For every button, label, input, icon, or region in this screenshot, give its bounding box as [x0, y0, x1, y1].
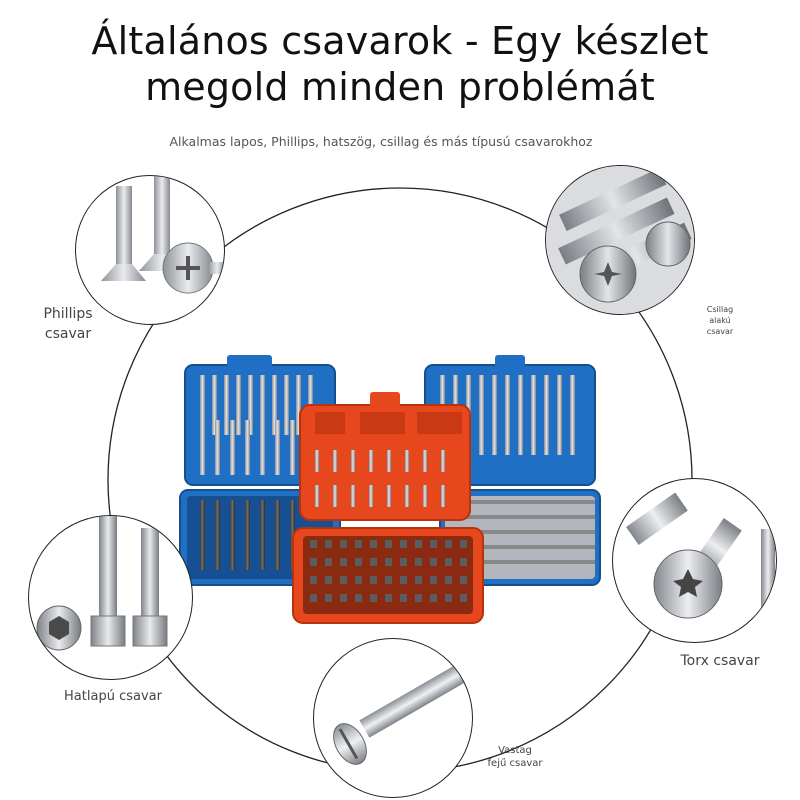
- hex-socket-screw-label: Hatlapú csavar: [64, 689, 162, 704]
- phillips-screw-label: Phillips csavar: [30, 304, 106, 344]
- slotted-screw-label: Vastag fejű csavar: [485, 744, 545, 770]
- hex-socket-screw-icon: [36, 516, 168, 651]
- page-subtitle: Alkalmas lapos, Phillips, hatszög, csill…: [169, 134, 593, 149]
- phillips-label-line-1: Phillips: [43, 306, 93, 322]
- torx-screw-photo: [612, 478, 777, 643]
- hex-socket-screw-photo: [28, 515, 193, 680]
- torx-screw-label: Torx csavar: [680, 653, 760, 669]
- star-label-line-3: csavar: [706, 327, 734, 336]
- star-screw-label: Csillag alakú csavar: [690, 304, 750, 337]
- star-label-line-2: alakú: [709, 316, 731, 325]
- star-screw-photo: [545, 165, 695, 315]
- slotted-screw-photo: [313, 638, 473, 798]
- bit-set-image: [179, 355, 601, 624]
- phillips-screw-icon: [101, 176, 224, 294]
- slotted-label-line-1: Vastag: [498, 745, 532, 756]
- star-label-line-1: Csillag: [706, 305, 734, 314]
- star-screw-icon: [546, 166, 694, 314]
- page-title: Általános csavarok - Egy készlet megold …: [0, 18, 800, 110]
- phillips-screw-photo: [75, 175, 225, 325]
- phillips-label-line-2: csavar: [44, 326, 92, 342]
- title-line-1: Általános csavarok - Egy készlet: [91, 19, 709, 63]
- slotted-label-line-2: fejű csavar: [487, 758, 543, 769]
- title-line-2: megold minden problémát: [145, 65, 655, 109]
- red-case: [292, 392, 484, 624]
- torx-screw-icon: [626, 492, 775, 619]
- slotted-screw-icon: [333, 660, 472, 765]
